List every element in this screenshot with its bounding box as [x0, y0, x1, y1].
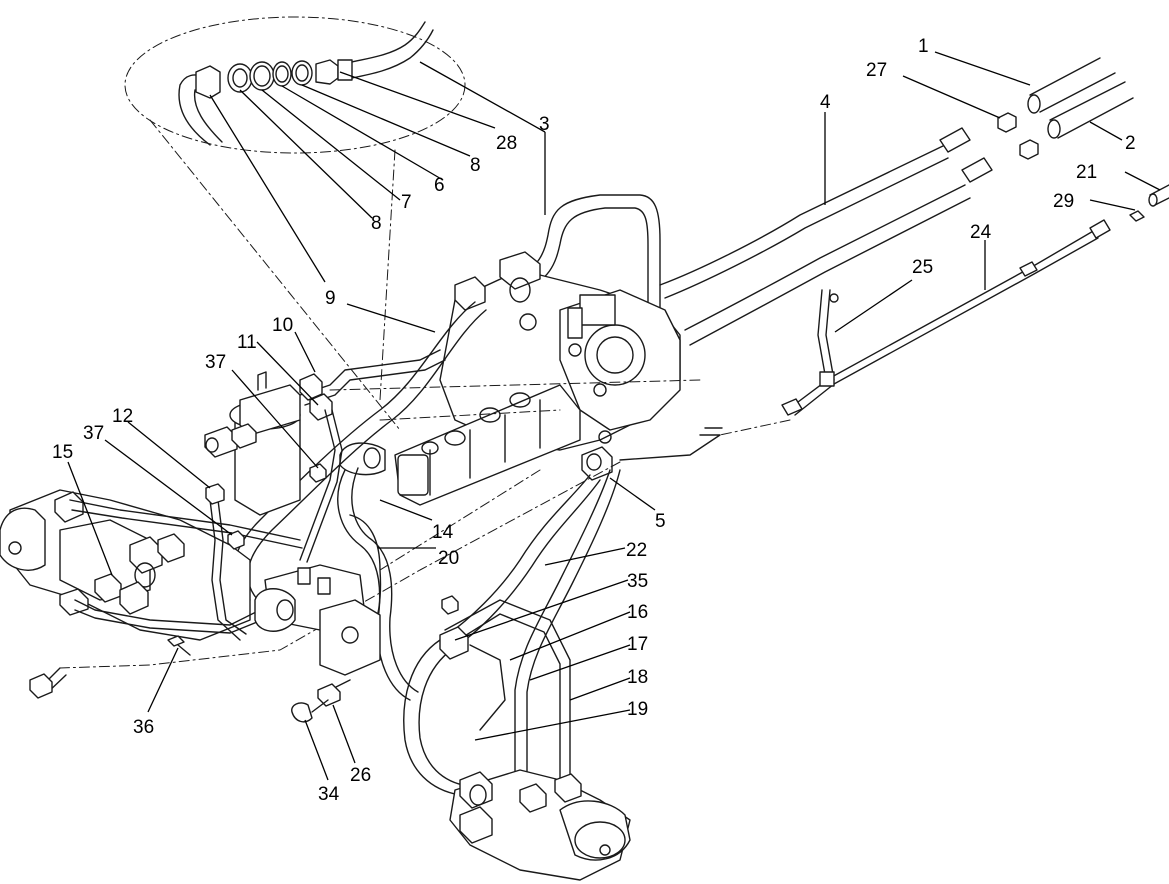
- callout-24: 24: [970, 222, 992, 243]
- callout-12: 12: [112, 406, 133, 427]
- callout-10: 10: [272, 315, 293, 336]
- main-hoses: [659, 57, 1134, 346]
- left-wheel-motor: [0, 483, 303, 641]
- callout-22: 22: [626, 540, 647, 561]
- rear-wheel-motor: [449, 769, 631, 881]
- callout-11: 11: [237, 332, 257, 353]
- hoses-16-19: [379, 469, 621, 796]
- callout-7: 7: [401, 192, 412, 213]
- callout-19: 19: [627, 699, 648, 720]
- callout-26: 26: [350, 765, 371, 786]
- callout-25: 25: [912, 257, 933, 278]
- callout-17: 17: [627, 634, 648, 655]
- leader-lines: [67, 51, 1161, 781]
- callout-labels: 1 2 3 4 5 6 7 8 8 9 10 11 12 14 15 16 17…: [52, 36, 1136, 805]
- tube-assembly-24: [781, 184, 1169, 416]
- callout-3: 3: [539, 114, 550, 135]
- callout-1: 1: [918, 36, 929, 57]
- pump-assembly: [339, 251, 681, 506]
- callout-21: 21: [1076, 162, 1097, 183]
- tube-22: [29, 419, 791, 699]
- callout-34: 34: [318, 784, 340, 805]
- callout-5: 5: [655, 511, 666, 532]
- callout-37a: 37: [205, 352, 226, 373]
- callout-16: 16: [627, 602, 648, 623]
- callout-9: 9: [325, 288, 336, 309]
- callout-28: 28: [496, 133, 517, 154]
- callout-35: 35: [627, 571, 648, 592]
- callout-4: 4: [820, 92, 831, 113]
- detail-view: [124, 16, 466, 431]
- tubes-10-11: [299, 349, 701, 563]
- valve-block: [167, 564, 381, 723]
- hose-3: [509, 194, 661, 313]
- callout-27: 27: [866, 60, 887, 81]
- callout-8a: 8: [470, 155, 481, 176]
- callout-15: 15: [52, 442, 73, 463]
- callout-20: 20: [438, 548, 459, 569]
- callout-29: 29: [1053, 191, 1074, 212]
- filter-assembly: [204, 371, 301, 516]
- callout-8b: 8: [371, 213, 382, 234]
- callout-18: 18: [627, 667, 648, 688]
- callout-6: 6: [434, 175, 445, 196]
- callout-37b: 37: [83, 423, 104, 444]
- callout-36: 36: [133, 717, 154, 738]
- callout-14: 14: [432, 522, 454, 543]
- callout-2: 2: [1125, 133, 1136, 154]
